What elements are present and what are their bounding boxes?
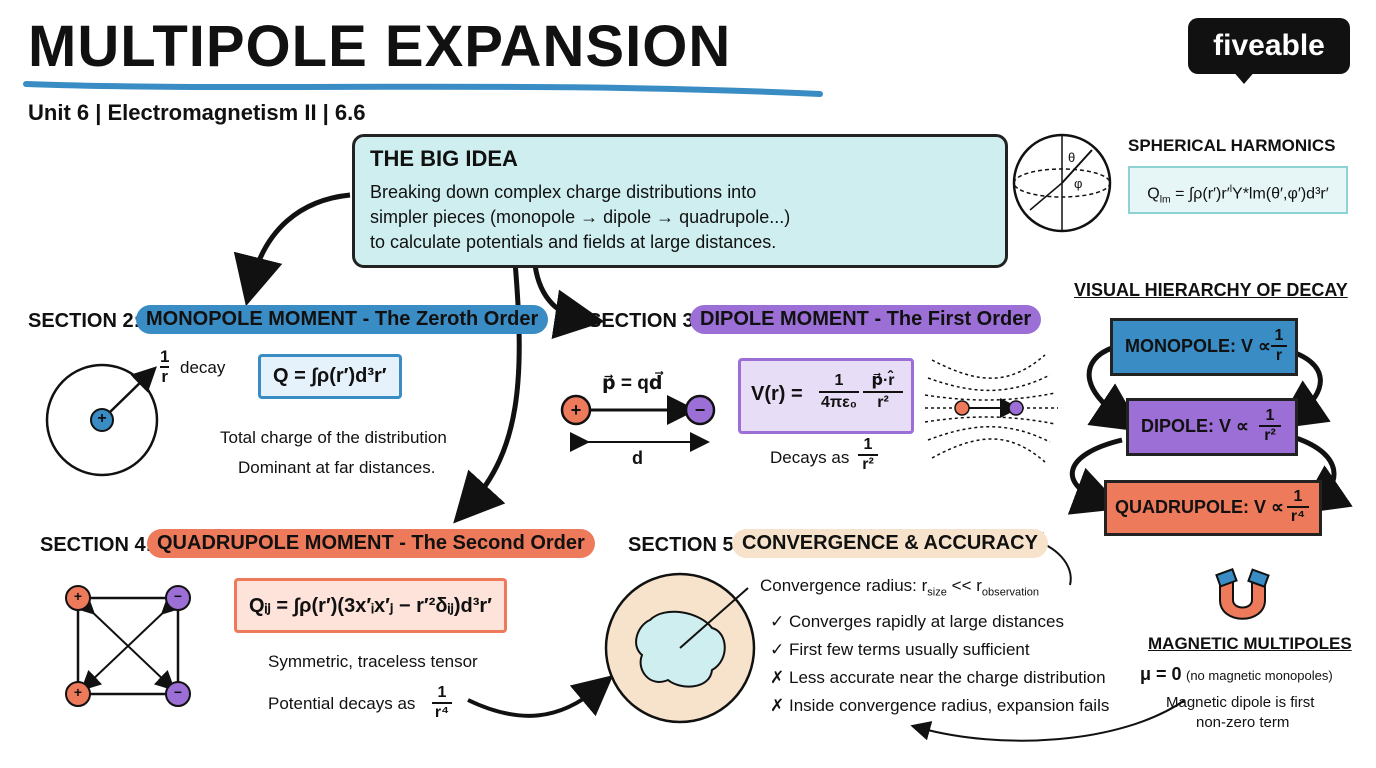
- phi-label: φ: [1074, 176, 1083, 191]
- quadrupole-formula-box: Qᵢⱼ = ∫ρ(r′)(3x′ᵢx′ⱼ − r′²δᵢⱼ)d³r′: [234, 578, 507, 633]
- quad-plus-2: +: [73, 684, 83, 700]
- quadrupole-note-1: Symmetric, traceless tensor: [268, 652, 478, 671]
- section5-label: SECTION 5:: [628, 534, 741, 556]
- logo-speech-tail: [1232, 70, 1256, 84]
- page-subtitle: Unit 6 | Electromagnetism II | 6.6: [28, 100, 366, 125]
- section3-pill: DIPOLE MOMENT - The First Order: [690, 305, 1042, 334]
- section2-pill: MONOPOLE MOMENT - The Zeroth Order: [136, 305, 549, 334]
- convergence-item: ✓ First few terms usually sufficient: [770, 640, 1030, 659]
- section4-label: SECTION 4:: [40, 534, 153, 556]
- magnetic-mu: μ = 0 (no magnetic monopoles): [1140, 664, 1333, 684]
- dipole-d-label: d: [632, 448, 643, 468]
- section4-pill: QUADRUPOLE MOMENT - The Second Order: [147, 529, 595, 558]
- section3-label: SECTION 3:: [588, 310, 701, 332]
- spherical-harmonics-formula: Qlm = ∫ρ(r′)r′lY*lm(θ′,φ′)d³r′: [1128, 166, 1348, 214]
- monopole-note-1: Total charge of the distribution: [220, 428, 447, 447]
- fiveable-logo[interactable]: fiveable: [1188, 18, 1350, 74]
- quadrupole-decays-text: Potential decays as: [268, 694, 416, 713]
- magnetic-heading: MAGNETIC MULTIPOLES: [1148, 634, 1352, 653]
- big-idea-text: Breaking down complex charge distributio…: [370, 182, 791, 252]
- quad-minus-1: −: [173, 588, 183, 604]
- dipole-plus: +: [570, 400, 582, 420]
- monopole-formula-box: Q = ∫ρ(r′)d³r′: [258, 354, 402, 399]
- convergence-radius: Convergence radius: rsize << robservatio…: [760, 576, 1040, 599]
- dipole-p-formula: p⃗ = qd⃗: [602, 373, 663, 394]
- convergence-list: ✓ Converges rapidly at large distances ✓…: [770, 612, 1109, 724]
- monopole-charge: +: [97, 410, 107, 427]
- theta-label: θ: [1068, 150, 1076, 165]
- section5-pill: CONVERGENCE & ACCURACY: [732, 529, 1048, 558]
- quad-plus-1: +: [73, 588, 83, 604]
- convergence-item: ✗ Inside convergence radius, expansion f…: [770, 696, 1110, 715]
- quad-minus-2: −: [173, 684, 183, 700]
- magnetic-line-1: Magnetic dipole is first: [1166, 694, 1315, 711]
- monopole-note-2: Dominant at far distances.: [238, 458, 436, 477]
- big-idea-box: [352, 134, 1008, 268]
- dipole-decays-text: Decays as: [770, 448, 850, 467]
- spherical-harmonics-heading: SPHERICAL HARMONICS: [1128, 136, 1336, 155]
- big-idea-heading: THE BIG IDEA: [370, 146, 518, 171]
- page-title: MULTIPOLE EXPANSION: [28, 14, 732, 79]
- magnetic-line-2: non-zero term: [1196, 714, 1290, 731]
- monopole-decay-word: decay: [180, 358, 226, 377]
- convergence-item: ✗ Less accurate near the charge distribu…: [770, 668, 1106, 687]
- hierarchy-heading: VISUAL HIERARCHY OF DECAY: [1074, 280, 1348, 300]
- dipole-minus: −: [694, 400, 706, 420]
- section2-label: SECTION 2:: [28, 310, 141, 332]
- convergence-item: ✓ Converges rapidly at large distances: [770, 612, 1064, 631]
